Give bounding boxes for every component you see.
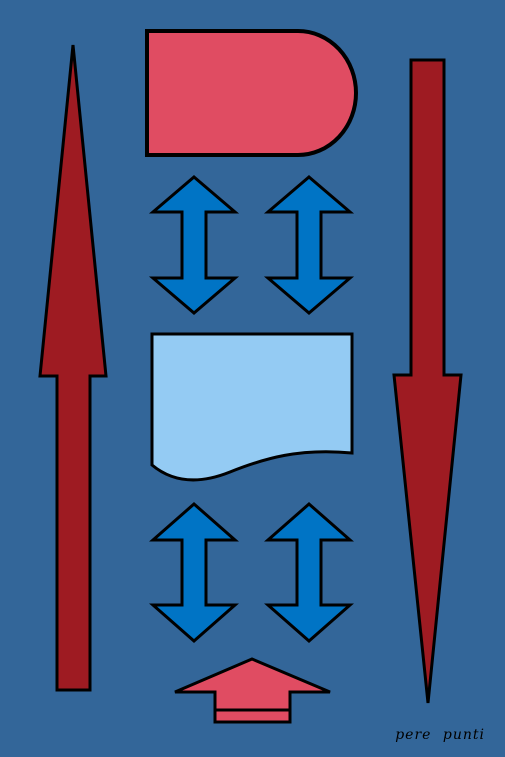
small-up-arrow-head [174,657,331,724]
long-down-arrow-icon [392,58,463,704]
double-headed-vertical-arrow-icon [264,502,354,643]
rounded-terminator-shape-icon [145,29,358,157]
artist-signature: pere punti [395,727,485,743]
document-shape-icon [150,332,354,482]
double-headed-vertical-arrow-icon [148,175,240,315]
double-headed-vertical-arrow-icon [149,502,239,643]
double-headed-vertical-arrow-icon [263,175,355,315]
small-up-arrow-icon [174,657,331,724]
long-up-arrow-icon [38,44,108,692]
